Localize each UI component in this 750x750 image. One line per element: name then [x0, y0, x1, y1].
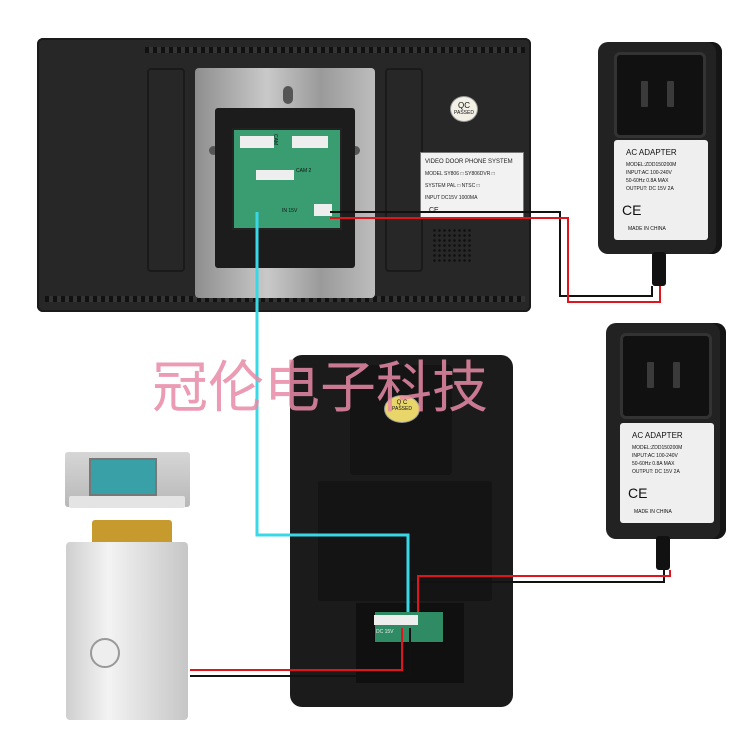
wire-red-lock [190, 628, 402, 670]
wire-red-outdoor-power [418, 570, 670, 612]
wire-red-monitor-power [330, 218, 660, 302]
wire-black-lock [190, 628, 410, 676]
brand-watermark: 冠伦电子科技 [152, 343, 488, 424]
wire-black-monitor-power [330, 212, 652, 296]
